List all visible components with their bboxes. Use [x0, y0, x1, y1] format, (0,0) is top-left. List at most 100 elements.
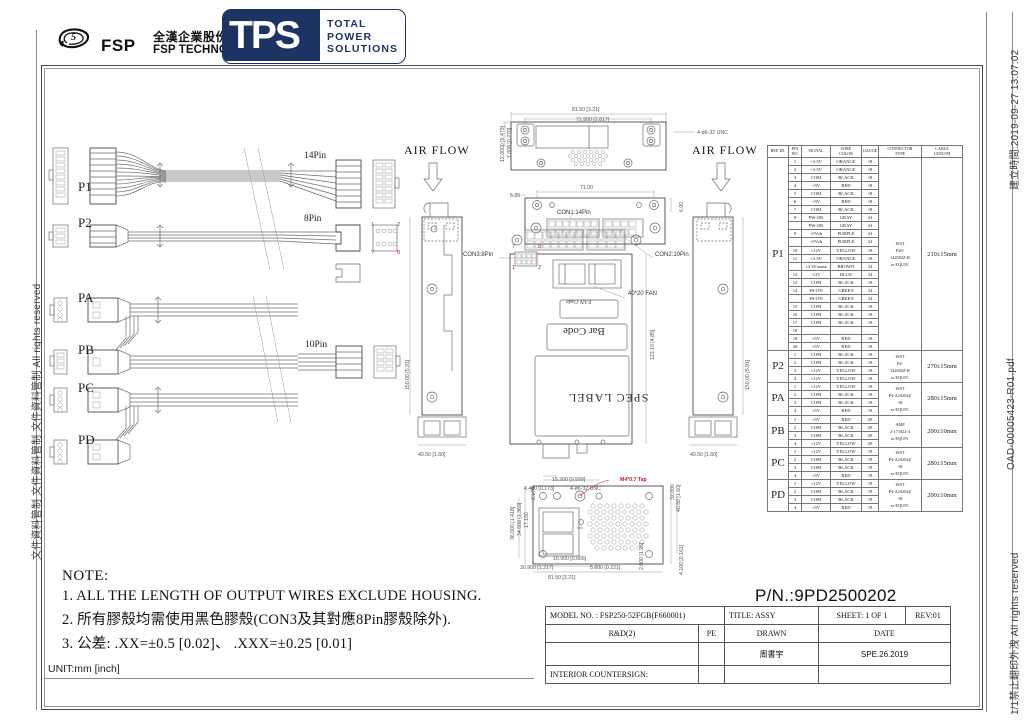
cell-signal: +5V [801, 334, 831, 344]
cell-signal: +5V [801, 181, 831, 191]
cell-pin-no: 8 [788, 213, 802, 223]
cell-pin-no: 15 [788, 301, 802, 311]
cell-signal: COM [801, 462, 831, 472]
cell-gauge: 24 [861, 229, 879, 239]
cell-signal: COM [801, 173, 831, 183]
cell-signal: COM [801, 317, 831, 327]
cell-gauge: 18 [861, 245, 879, 255]
cell-signal: COM [801, 454, 831, 464]
cell-pin-no: 3 [788, 173, 802, 183]
cell-pin-no: 3 [788, 494, 802, 505]
cell-wire-color: GRAY [830, 221, 862, 231]
cell-wire-color: ORANGE [830, 253, 862, 263]
cell-gauge: 18 [861, 478, 879, 488]
cell-pin-no: 1 [788, 382, 802, 392]
cell-gauge: 18 [861, 374, 879, 384]
label-con1: CON1:14Pin [557, 210, 591, 216]
cell-gauge: 18 [861, 253, 879, 263]
harness-label-p2: P2 [78, 215, 92, 230]
cable-harness-diagram-lower [49, 295, 401, 465]
model-cell: MODEL NO. : FSP250-52FGB(F660001) [545, 606, 725, 625]
rev-cell: REV:01 [905, 606, 951, 625]
dim-depth-right: 40.50 [1.60] [690, 452, 718, 458]
note-item-1: 1. ALL THE LENGTH OF OUTPUT WIRES EXCLUD… [62, 588, 482, 604]
cell-signal [801, 325, 831, 336]
cell-wire-color: ORANGE [830, 156, 862, 167]
cell-signal: COM [801, 350, 831, 360]
cell-signal: -12V [801, 269, 831, 279]
cell-pin-no: 4 [788, 470, 802, 480]
title-block-row-values: 周書宇 SPE.26.2019 [545, 642, 951, 666]
psu-side-view-right [688, 202, 744, 446]
dim-left-h1: 12.0000 [0.473] [500, 125, 506, 162]
drawing-frame-outer [41, 65, 983, 710]
cell-pin-no: 3 [788, 430, 802, 440]
cell-gauge: 24 [861, 285, 879, 295]
cell-wire-color: BLACK [830, 494, 862, 505]
cell-gauge: 24 [861, 221, 879, 231]
wire-group-ref: PD [767, 478, 789, 513]
dim-bot-4400: 4.400 [0.173] [524, 486, 555, 492]
cell-gauge: 18 [861, 494, 879, 505]
cell-wire-color: BLACK [830, 309, 862, 319]
label-con2: CON2:10Pin [655, 252, 689, 258]
cell-signal: COM [801, 189, 831, 199]
cell-gauge: 18 [861, 165, 879, 175]
tps-logo: TPS TOTAL POWER SOLUTIONS [222, 9, 406, 64]
cell-wire-color: BLACK [830, 398, 862, 408]
drawing-frame-inner [44, 68, 980, 707]
cell-signal: +12V [801, 374, 831, 384]
cell-wire-color: RED [830, 470, 862, 480]
cell-pin-no: 5 [788, 189, 802, 199]
cell-signal: PS-ON [801, 293, 831, 303]
cell-pin-no: 4 [788, 406, 802, 416]
cell-gauge: 18 [861, 350, 879, 360]
cell-gauge: 24 [861, 269, 879, 279]
tps-logo-panel [223, 10, 320, 61]
dim-bot-5600: 5.600 [0.221] [590, 565, 621, 571]
cell-wire-color: BLACK [830, 390, 862, 400]
title-block-row-countersign: INTERIOR COUNTERSIGN: [545, 665, 951, 684]
tps-tagline-line1: TOTAL [327, 18, 367, 30]
cell-gauge: 24 [861, 293, 879, 303]
cell-gauge: 18 [861, 454, 879, 464]
cell-cable-length: 280±15mm [921, 446, 963, 480]
cell-signal: COM [801, 398, 831, 408]
cell-wire-color: RED [830, 342, 862, 352]
cell-signal: COM [801, 486, 831, 496]
cell-signal: COM [801, 277, 831, 287]
cell-signal: +12V [801, 245, 831, 255]
countersign-value-3 [818, 665, 951, 684]
cell-gauge: 20 [861, 438, 879, 448]
date-label: DATE [818, 624, 951, 643]
tps-tagline-line2: POWER [327, 30, 373, 43]
tps-letters: TPS [229, 14, 301, 57]
cell-pin-no [788, 221, 802, 231]
cell-wire-color: ORANGE [830, 165, 862, 175]
cell-gauge: 18 [861, 462, 879, 472]
dim-bot-2000: 2.000 [1.26] [639, 542, 645, 570]
rd-value [545, 642, 699, 666]
pe-value [697, 642, 726, 666]
psu-bottom-view [518, 475, 678, 573]
col-ref-id: REF. ID. [767, 145, 789, 158]
air-flow-arrow-right-icon [711, 162, 731, 192]
dim-bot-15200: 15.200 [0.599] [552, 477, 586, 483]
cell-pin-no: 1 [788, 414, 802, 424]
title-block: MODEL NO. : FSP250-52FGB(F660001) TITLE:… [545, 606, 951, 684]
cell-pin-no: 20 [788, 342, 802, 352]
cell-gauge: 18 [861, 366, 879, 376]
cell-signal: +5V [801, 503, 831, 513]
svg-text:5: 5 [71, 32, 76, 43]
pin-mark-1: 1 [371, 222, 375, 228]
wire-group-ref: P1 [767, 156, 789, 352]
cable-harness-diagram [48, 147, 400, 283]
cell-gauge: 24 [861, 237, 879, 247]
con3-pin-mark-7: 7 [512, 244, 516, 250]
cell-gauge: 24 [861, 261, 879, 271]
cell-signal: +5V [801, 470, 831, 480]
cell-gauge: 18 [861, 317, 879, 327]
